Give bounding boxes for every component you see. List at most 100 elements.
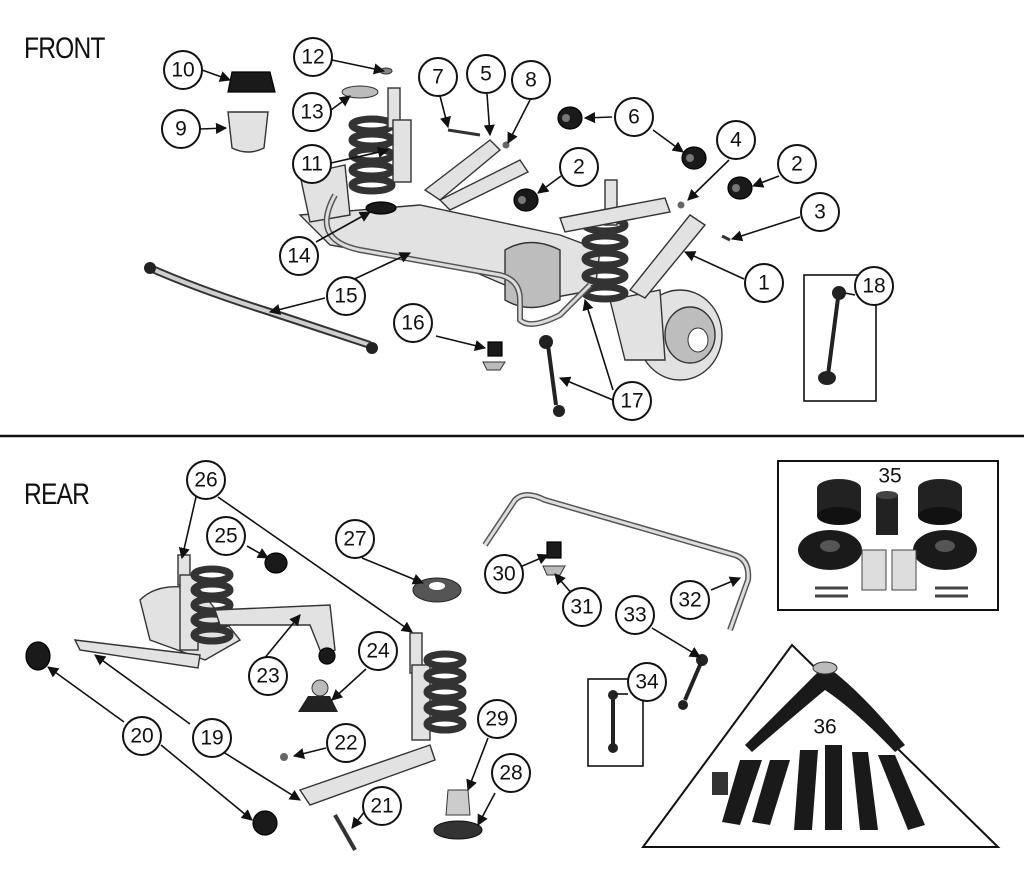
svg-text:19: 19 [200,727,223,750]
callout-16: 16 [393,303,433,343]
svg-text:2: 2 [573,156,585,179]
svg-text:15: 15 [334,285,357,308]
spacer-kit-35 [798,479,977,598]
rear-sway-link-33 [678,654,708,710]
front-bolt-3 [721,234,731,242]
svg-text:30: 30 [492,563,515,586]
rear-spring-pad-27 [412,577,462,603]
callout-5: 5 [466,54,506,94]
callout-23: 23 [248,656,288,696]
svg-text:3: 3 [814,201,826,224]
leader-lines [47,59,856,829]
svg-text:31: 31 [570,596,593,619]
callout-27: 27 [335,519,375,559]
rear-bushing-20b [252,810,278,836]
spacer-kit-box-35 [777,460,999,611]
rear-sway-bushing-30 [546,541,562,559]
front-bolt-7 [447,128,481,137]
svg-text:2: 2 [791,153,803,176]
svg-text:24: 24 [366,640,390,663]
svg-text:1: 1 [758,272,770,295]
callout-31: 31 [562,587,602,627]
callout-29: 29 [477,699,517,739]
callout-33: 33 [615,595,655,635]
callout-1: 1 [744,263,784,303]
rear-bolt-21 [333,814,357,851]
svg-text:10: 10 [171,59,194,82]
front-lower-control-arm [559,197,707,299]
callout-28: 28 [491,753,531,793]
callout-4: 4 [716,120,756,160]
svg-text:14: 14 [287,245,311,268]
front-shock-left [387,87,412,183]
callout-13: 13 [292,92,332,132]
svg-text:22: 22 [334,732,357,755]
rear-sway-link-34 [608,690,618,753]
svg-text:18: 18 [862,275,885,298]
svg-text:33: 33 [623,604,646,627]
front-bushing-6a [557,106,583,130]
sway-bar-bushing-16 [482,341,506,371]
rear-nut-22 [280,753,288,761]
callout-30: 30 [484,554,524,594]
svg-text:23: 23 [256,665,279,688]
callout-20: 20 [122,716,162,756]
svg-text:27: 27 [343,528,366,551]
callout-3: 3 [800,192,840,232]
callout-34: 34 [627,662,667,702]
svg-text:7: 7 [432,66,444,89]
callout-26: 26 [186,460,226,500]
callout-36: 36 [813,716,836,739]
callout-7: 7 [418,57,458,97]
rear-jounce-bumper-29 [445,789,471,816]
callout-9: 9 [161,109,201,149]
callout-14: 14 [279,236,319,276]
sway-bar-link-18 [818,286,846,385]
callout-15: 15 [326,276,366,316]
callout-24: 24 [358,631,398,671]
callout-25: 25 [206,516,246,556]
rear-sway-bracket-31 [542,565,566,576]
callout-12: 12 [293,37,333,77]
svg-text:6: 6 [628,106,640,129]
front-bushing-6b [681,146,707,170]
bump-stop-cap-10 [227,71,276,93]
svg-text:26: 26 [194,469,217,492]
callout-21: 21 [362,786,402,826]
callout-2b: 2 [777,144,817,184]
svg-text:9: 9 [175,118,187,141]
svg-text:20: 20 [130,725,153,748]
front-track-bar [144,262,378,354]
front-bushing-2a [513,188,539,212]
callout-32: 32 [670,580,710,620]
callout-11: 11 [292,144,332,184]
svg-text:11: 11 [301,153,323,176]
front-coil-spring-left [348,115,396,195]
front-nut-4 [677,201,685,209]
rear-lower-arm-19-right [298,744,436,806]
link-box-18 [803,274,877,402]
callout-18: 18 [854,266,894,306]
front-upper-control-arm [423,139,530,211]
rear-isolator-28 [433,820,483,840]
svg-text:8: 8 [525,69,537,92]
spring-seat-13 [341,85,379,99]
callout-10: 10 [163,50,203,90]
front-section-label: FRONT [24,32,105,65]
callout-8: 8 [511,60,551,100]
callout-19: 19 [192,718,232,758]
svg-text:34: 34 [635,671,659,694]
callout-17: 17 [612,381,652,421]
rear-upper-arm [214,604,336,656]
svg-text:29: 29 [485,708,508,731]
rear-bushing-25 [264,552,288,574]
svg-text:13: 13 [300,101,323,124]
svg-text:16: 16 [401,312,424,335]
svg-text:21: 21 [370,795,393,818]
spring-isolator-14 [365,201,397,215]
rear-bushing-20a [25,641,51,671]
rear-lower-arm-19-left [73,639,201,669]
link-box-34 [587,678,644,767]
svg-text:32: 32 [678,589,701,612]
